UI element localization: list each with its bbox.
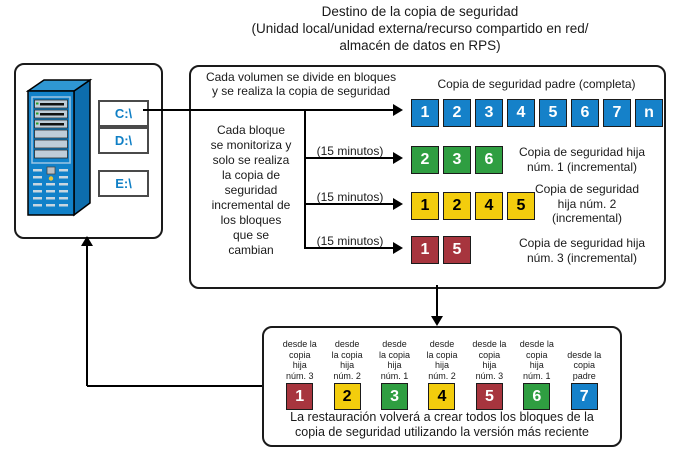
connector-branch-3 bbox=[305, 247, 393, 249]
restore-block: 1 bbox=[286, 383, 314, 410]
restore-column: desde la copia hija núm. 2 2 bbox=[323, 334, 370, 410]
connector-branch-trunk bbox=[304, 109, 306, 249]
parent-block: 7 bbox=[603, 99, 631, 127]
child3-block-row: 1 5 bbox=[411, 236, 471, 264]
restore-block: 7 bbox=[570, 383, 598, 410]
child3-block: 1 bbox=[411, 236, 439, 264]
restore-block: 6 bbox=[523, 383, 551, 410]
arrowhead-restore-box bbox=[431, 316, 443, 326]
connector-restore-return-v bbox=[86, 245, 88, 386]
server-tower-icon bbox=[26, 78, 93, 217]
restore-block: 4 bbox=[428, 383, 456, 410]
restore-source-label: desde la copia hija núm. 2 bbox=[331, 339, 363, 381]
child1-block: 2 bbox=[411, 146, 439, 174]
volume-split-text: Cada volumen se divide en bloques y se r… bbox=[205, 70, 397, 98]
child1-backup-label: Copia de seguridad hija núm. 1 (incremen… bbox=[518, 145, 646, 174]
connector-branch-2 bbox=[305, 203, 393, 205]
restore-block: 5 bbox=[475, 383, 503, 410]
parent-block: 6 bbox=[571, 99, 599, 127]
arrowhead-child3-row bbox=[393, 242, 403, 254]
arrowhead-child2-row bbox=[393, 198, 403, 210]
connector-restore-return-h bbox=[87, 385, 262, 387]
interval-label-3: (15 minutos) bbox=[316, 234, 384, 248]
restore-source-label: desde la copia hija núm. 1 bbox=[379, 339, 411, 381]
restore-column: desde la copia hija núm. 1 6 bbox=[513, 334, 560, 410]
restore-source-label: desde la copia hija núm. 2 bbox=[426, 339, 458, 381]
restore-box: desde la copia hija núm. 3 1 desde la co… bbox=[262, 326, 622, 447]
child2-block: 4 bbox=[475, 192, 503, 220]
backup-process-box: Cada volumen se divide en bloques y se r… bbox=[189, 65, 666, 289]
parent-block: 2 bbox=[443, 99, 471, 127]
restore-column: desde la copia hija núm. 1 3 bbox=[371, 334, 418, 410]
parent-block: 1 bbox=[411, 99, 439, 127]
parent-backup-label: Copia de seguridad padre (completa) bbox=[437, 77, 636, 91]
arrowhead-server-box bbox=[81, 236, 93, 246]
drive-label-e: E:\ bbox=[98, 170, 149, 197]
restore-source-label: desde la copia hija núm. 1 bbox=[519, 339, 554, 381]
child2-block-row: 1 2 4 5 bbox=[411, 192, 535, 220]
restore-block: 3 bbox=[381, 383, 409, 410]
parent-block: 5 bbox=[539, 99, 567, 127]
restore-columns: desde la copia hija núm. 3 1 desde la co… bbox=[276, 334, 608, 410]
child2-backup-label: Copia de seguridad hija núm. 2 (incremen… bbox=[534, 182, 640, 225]
child1-block: 6 bbox=[475, 146, 503, 174]
interval-label-1: (15 minutos) bbox=[316, 144, 384, 158]
server-box: C:\ D:\ E:\ bbox=[14, 63, 163, 239]
parent-block: 3 bbox=[475, 99, 503, 127]
restore-column: desde la copia hija núm. 3 5 bbox=[466, 334, 513, 410]
drive-label-c: C:\ bbox=[98, 100, 149, 127]
parent-block-row: 1 2 3 4 5 6 7 n bbox=[411, 99, 663, 127]
drive-label-d: D:\ bbox=[98, 127, 149, 154]
restore-source-label: desde la copia hija núm. 3 bbox=[282, 339, 317, 381]
diagram-title: Destino de la copia de seguridad (Unidad… bbox=[251, 4, 589, 53]
restore-source-label: desde la copia hija núm. 3 bbox=[472, 339, 507, 381]
restore-caption: La restauración volverá a crear todos lo… bbox=[290, 410, 594, 439]
child2-block: 2 bbox=[443, 192, 471, 220]
child1-block: 3 bbox=[443, 146, 471, 174]
block-monitor-text: Cada bloque se monitoriza y solo se real… bbox=[210, 123, 292, 257]
child2-block: 1 bbox=[411, 192, 439, 220]
connector-drive-to-parent bbox=[143, 109, 393, 111]
restore-column: desde la copia hija núm. 2 4 bbox=[418, 334, 465, 410]
interval-label-2: (15 minutos) bbox=[316, 190, 384, 204]
arrowhead-child1-row bbox=[393, 152, 403, 164]
child3-block: 5 bbox=[443, 236, 471, 264]
restore-column: desde la copia hija núm. 3 1 bbox=[276, 334, 323, 410]
child2-block: 5 bbox=[507, 192, 535, 220]
restore-column: desde la copia padre 7 bbox=[561, 334, 608, 410]
child1-block-row: 2 3 6 bbox=[411, 146, 503, 174]
parent-block: 4 bbox=[507, 99, 535, 127]
child3-backup-label: Copia de seguridad hija núm. 3 (incremen… bbox=[518, 236, 646, 265]
restore-source-label: desde la copia padre bbox=[567, 349, 602, 381]
connector-branch-1 bbox=[305, 157, 393, 159]
restore-block: 2 bbox=[333, 383, 361, 410]
connector-backup-to-restore bbox=[436, 285, 438, 317]
arrowhead-parent-row bbox=[393, 104, 403, 116]
parent-block: n bbox=[635, 99, 663, 127]
